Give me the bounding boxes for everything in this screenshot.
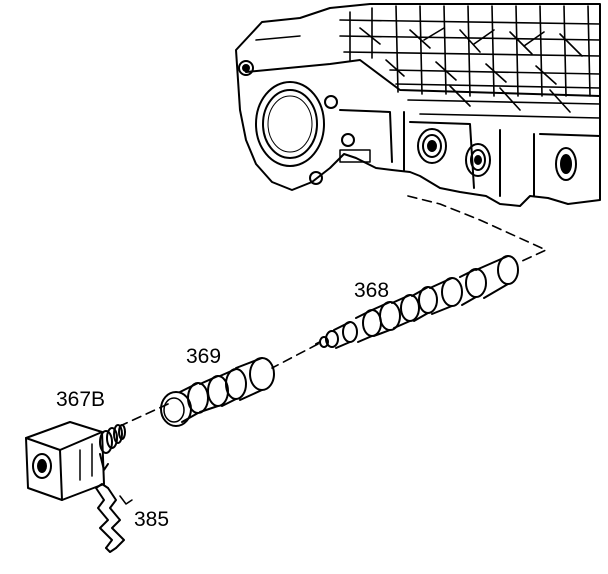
valve-369 [160,357,275,427]
large-bore [255,81,325,167]
solenoid-367b [25,421,126,501]
valve-368 [315,255,519,349]
casting-ribs [339,5,601,119]
leader-lines [119,195,547,427]
callout-367b: 367B [56,388,106,411]
clip-385 [95,483,133,553]
callout-385: 385 [134,508,170,531]
valve-bore-c [555,147,577,181]
valve-bore-b [465,143,491,177]
callout-368: 368 [354,279,390,302]
valve-bore-a [417,128,447,164]
callout-369: 369 [186,345,222,368]
valve-body [235,3,601,207]
